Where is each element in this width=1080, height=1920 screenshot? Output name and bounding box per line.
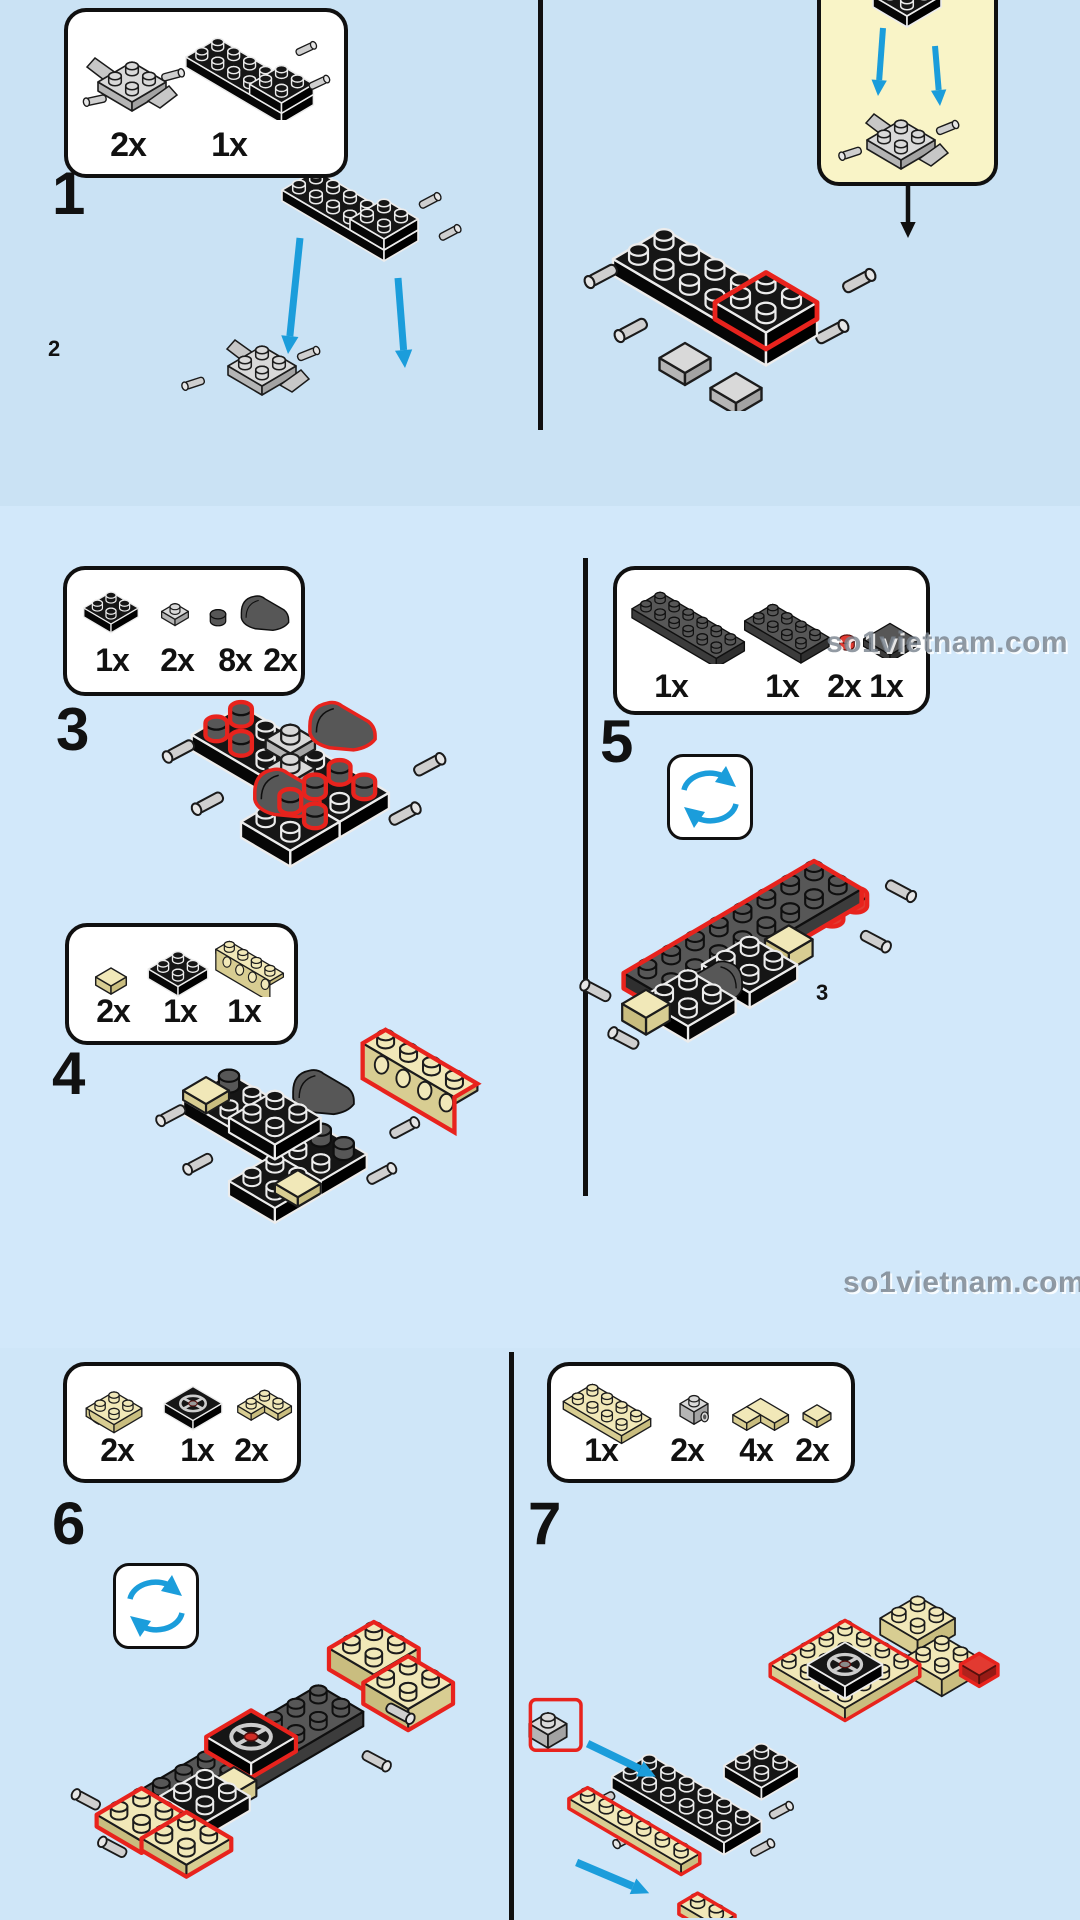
part-qty-label: 1x: [95, 642, 130, 678]
callout-assembly-diagram: [838, 0, 960, 170]
part-icon-curved-slope-dark-gray: [240, 595, 290, 632]
part-icon-plate-2x4-dark-gray: [743, 603, 830, 664]
part-qty-label: 1x: [227, 993, 262, 1029]
part-icon-tile-1x1-tan: [94, 967, 128, 995]
part-icon-vehicle-chassis-plate-black: [185, 37, 331, 120]
part-icon-round-plate-1x1-red: [839, 634, 855, 651]
part-qty-label: 2x: [670, 1432, 705, 1468]
step-5-assembly-diagram: [579, 858, 918, 1050]
part-qty-label: 2x: [234, 1432, 269, 1468]
part-qty-label: 2x: [100, 1432, 135, 1468]
page-number-left: 2: [48, 336, 61, 361]
rotate-symbol-icon: [667, 754, 753, 840]
part-icon-plate-2x2-with-wheel-holders-gray: [82, 56, 186, 112]
part-qty-label: 1x: [654, 668, 689, 704]
step-5-parts-box: 1x 1x 2x 1x: [613, 566, 930, 715]
part-icon-turntable-2x2-black: [163, 1385, 223, 1431]
step-7-parts-box: 1x 2x 4x 2x: [547, 1362, 855, 1483]
part-qty-label: 1x: [180, 1432, 215, 1468]
part-icon-tile-2x2-dark-gray: [863, 622, 917, 658]
part-icon-plate-2x2-black: [147, 950, 209, 997]
part-icon-plate-2x6-dark-gray: [631, 591, 746, 664]
part-qty-label: 1x: [584, 1432, 619, 1468]
page-number-right: 3: [816, 980, 829, 1005]
part-qty-label: 2x: [263, 642, 298, 678]
part-qty-label: 2x: [795, 1432, 830, 1468]
section-divider: [509, 1352, 514, 1920]
step-4-parts-box: 2x 1x 1x: [65, 923, 298, 1045]
step-6-assembly-diagram: [70, 1619, 456, 1879]
step-4-assembly-diagram: [155, 1027, 482, 1224]
part-icon-plate-1x1-light-gray: [161, 602, 189, 627]
part-icon-plate-2x2-black: [83, 591, 139, 634]
step-3-parts-box: 1x 2x 8x 2x: [63, 566, 305, 696]
step-6-parts-box: 2x 1x 2x: [63, 1362, 301, 1483]
part-icon-tile-1x1-tan: [802, 1404, 832, 1428]
part-qty-label: 4x: [739, 1432, 774, 1468]
down-arrow-icon: [900, 182, 916, 238]
step-4-number: 4: [52, 1040, 86, 1107]
part-icon-corner-plate-2x2-tan: [237, 1389, 293, 1421]
part-icon-plate-2x4-tan: [562, 1383, 652, 1445]
part-icon-bracket-1x1-clip-gray: [679, 1394, 709, 1425]
part-icon-bracket-1x4-tan: [215, 940, 285, 997]
rotate-symbol-icon: [113, 1563, 199, 1649]
part-qty-label: 1x: [869, 668, 904, 704]
step-3-number: 3: [56, 696, 90, 763]
watermark: so1vietnam.com: [843, 1266, 1080, 1299]
part-qty-label: 2x: [160, 642, 195, 678]
part-icon-round-plate-1x1-dark-gray: [209, 608, 227, 627]
step-6-number: 6: [52, 1490, 86, 1557]
watermark: so1vietnam.com: [826, 626, 1069, 659]
part-qty-label: 1x: [211, 126, 248, 164]
step-7-assembly-diagram: [528, 1595, 1000, 1918]
section-divider: [538, 0, 543, 430]
part-qty-label: 2x: [110, 126, 147, 164]
step-5-number: 5: [600, 708, 634, 775]
step-1-parts-box: 2x 1x: [64, 8, 348, 178]
step-3-assembly-diagram: [161, 699, 447, 868]
part-qty-label: 1x: [765, 668, 800, 704]
part-qty-label: 1x: [163, 993, 198, 1029]
callout-box: [817, 0, 998, 186]
step-7-number: 7: [528, 1490, 562, 1557]
step-1-assembly-diagram: [181, 169, 462, 396]
part-qty-label: 8x: [218, 642, 253, 678]
part-icon-corner-tile-2x2-tan: [732, 1397, 790, 1432]
part-qty-label: 2x: [827, 668, 862, 704]
part-icon-curved-slope-2x2-tan: [85, 1391, 143, 1434]
part-qty-label: 2x: [96, 993, 131, 1029]
substep-chassis-diagram: [583, 227, 877, 411]
section-divider: [583, 558, 588, 1196]
